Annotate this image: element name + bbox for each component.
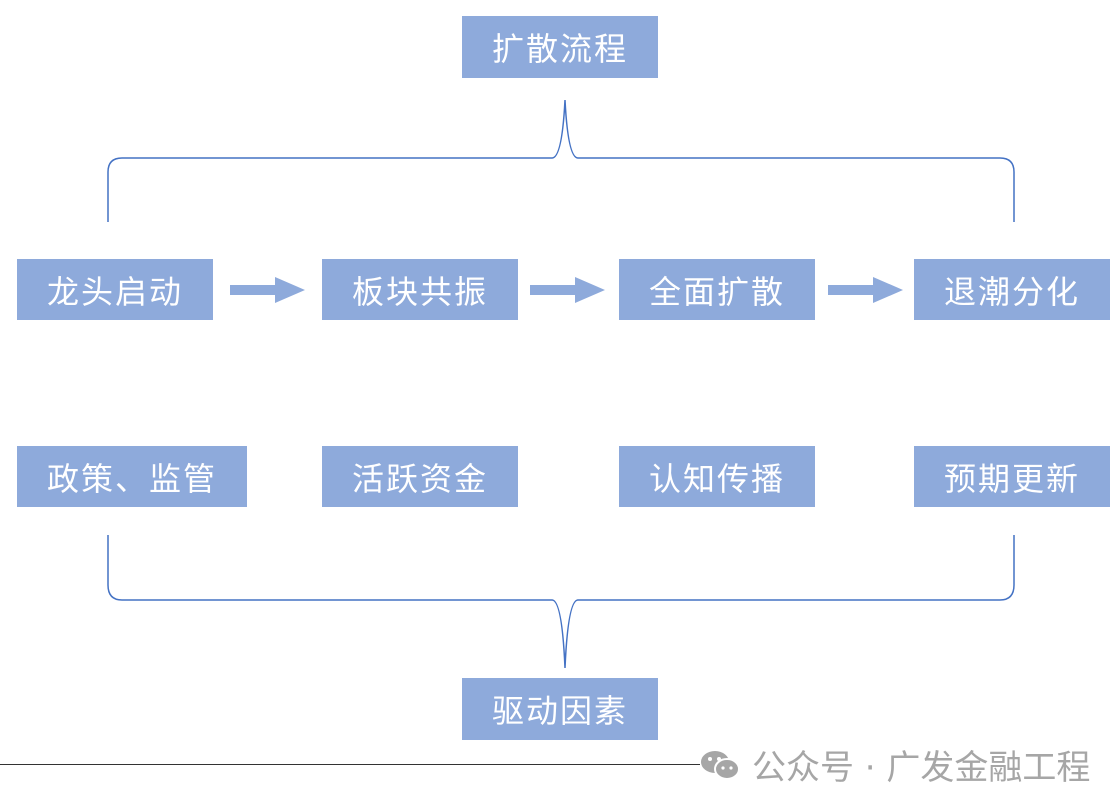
top-box-process: 扩散流程 bbox=[462, 16, 658, 78]
step-box-4: 退潮分化 bbox=[914, 259, 1110, 320]
step-box-2: 板块共振 bbox=[322, 259, 518, 320]
wechat-icon bbox=[700, 748, 740, 782]
driver-box-3: 认知传播 bbox=[619, 446, 815, 507]
watermark-text: 公众号 · 广发金融工程 bbox=[752, 748, 1091, 788]
page-rule bbox=[0, 764, 700, 765]
driver-box-1: 政策、监管 bbox=[17, 446, 247, 507]
arrow-2 bbox=[530, 277, 605, 303]
step-box-3: 全面扩散 bbox=[619, 259, 815, 320]
driver-box-4: 预期更新 bbox=[914, 446, 1110, 507]
arrow-3 bbox=[828, 277, 903, 303]
step-box-1: 龙头启动 bbox=[17, 259, 213, 320]
bottom-brace bbox=[107, 535, 1015, 669]
top-brace bbox=[107, 99, 1015, 222]
watermark: 公众号 · 广发金融工程 bbox=[700, 740, 1090, 789]
arrow-1 bbox=[230, 277, 305, 303]
bottom-box-drivers: 驱动因素 bbox=[462, 678, 658, 740]
driver-box-2: 活跃资金 bbox=[322, 446, 518, 507]
